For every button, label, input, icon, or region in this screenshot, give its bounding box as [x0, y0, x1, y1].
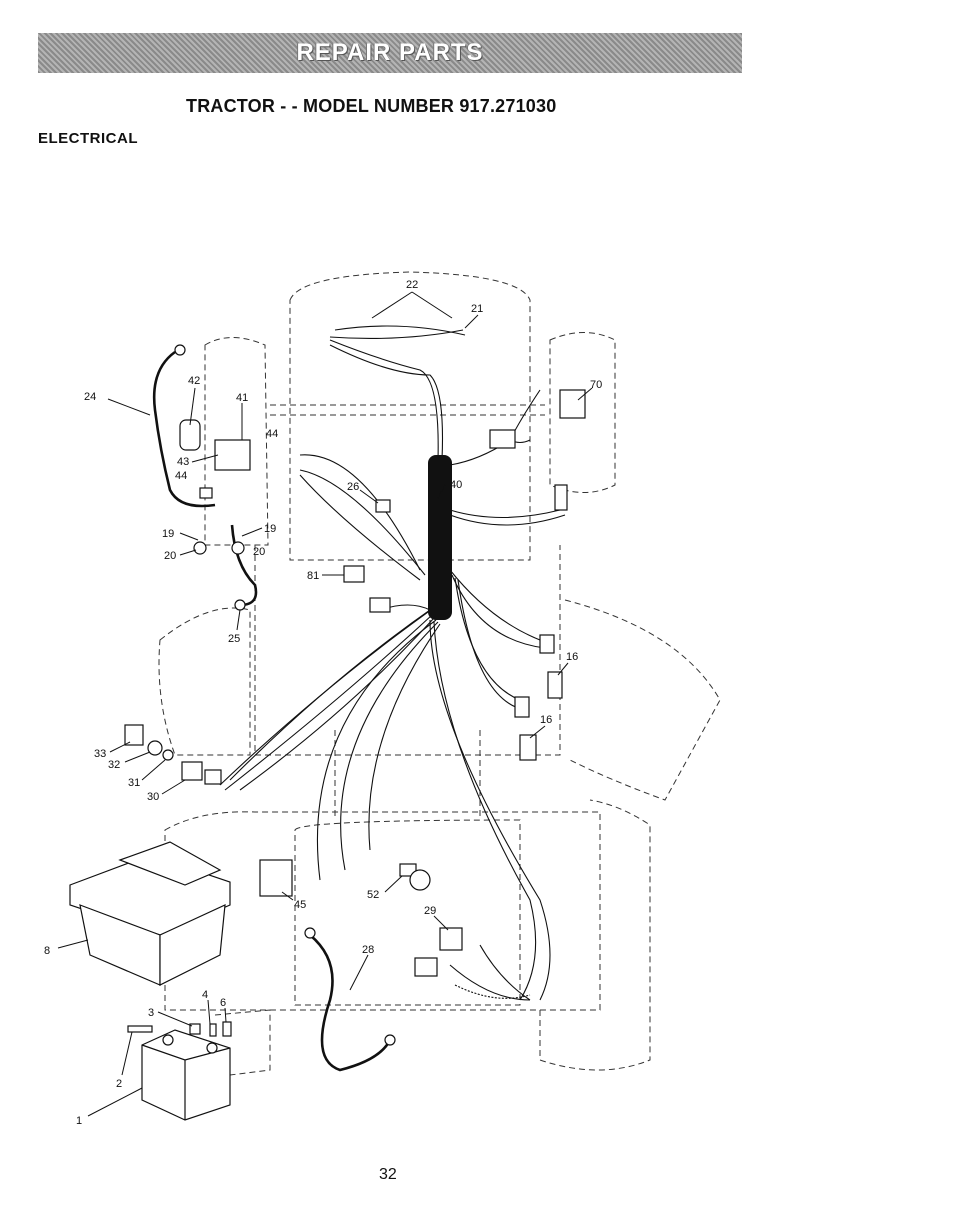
callout-21: 21 [471, 303, 483, 315]
wire-harness [219, 325, 566, 1001]
callout-8: 8 [44, 945, 50, 957]
components [69, 344, 586, 1121]
banner-title: REPAIR PARTS [296, 39, 484, 66]
callout-44-left: 44 [175, 470, 187, 482]
callout-1: 1 [76, 1115, 82, 1127]
callout-3: 3 [148, 1007, 154, 1019]
callout-31: 31 [128, 777, 140, 789]
callout-33: 33 [94, 748, 106, 760]
page-title: TRACTOR - - MODEL NUMBER 917.271030 [186, 96, 557, 116]
callout-16-bottom: 16 [540, 714, 552, 726]
callout-16-top: 16 [566, 651, 578, 663]
callout-19-left: 19 [162, 528, 174, 540]
section-heading: ELECTRICAL [38, 130, 138, 147]
callout-labels: 22 21 70 42 41 24 43 44 44 40 26 19 19 2… [44, 279, 602, 1127]
callout-19-right: 19 [264, 523, 276, 535]
callout-24: 24 [84, 391, 96, 403]
callout-45: 45 [294, 899, 306, 911]
callout-44-right: 44 [266, 428, 278, 440]
callout-29: 29 [424, 905, 436, 917]
callout-81: 81 [307, 570, 319, 582]
callout-40: 40 [450, 479, 462, 491]
callout-70: 70 [590, 379, 602, 391]
page-number: 32 [379, 1166, 397, 1183]
callout-43: 43 [177, 456, 189, 468]
callout-leaders [57, 291, 593, 1117]
callout-6: 6 [220, 997, 226, 1009]
callout-4: 4 [202, 989, 208, 1001]
callout-20-right: 20 [253, 546, 265, 558]
callout-41: 41 [236, 392, 248, 404]
callout-42: 42 [188, 375, 200, 387]
callout-20-left: 20 [164, 550, 176, 562]
callout-28: 28 [362, 944, 374, 956]
callout-25: 25 [228, 633, 240, 645]
callout-30: 30 [147, 791, 159, 803]
callout-32: 32 [108, 759, 120, 771]
repair-parts-banner: REPAIR PARTS [38, 33, 742, 73]
callout-2: 2 [116, 1078, 122, 1090]
callout-52: 52 [367, 889, 379, 901]
callout-26: 26 [347, 481, 359, 493]
callout-22: 22 [406, 279, 418, 291]
